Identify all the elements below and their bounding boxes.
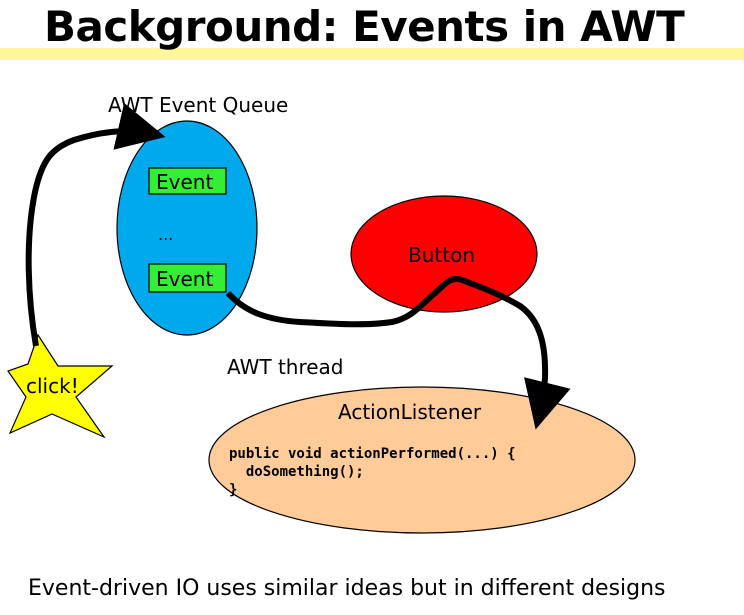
title-underline-bar	[0, 48, 744, 60]
event-box-bottom-label: Event	[156, 267, 213, 291]
event-to-listener-path	[225, 275, 571, 430]
code-line-2: doSomething();	[229, 464, 364, 480]
event-box-top-label: Event	[156, 170, 213, 194]
click-star-shape	[7, 333, 114, 439]
event-box-bottom	[148, 263, 227, 293]
button-ellipse	[350, 195, 538, 313]
slide-title: Background: Events in AWT	[44, 2, 685, 51]
queue-label: AWT Event Queue	[108, 93, 288, 117]
click-label: click!	[26, 374, 79, 398]
slide-footer: Event-driven IO uses similar ideas but i…	[28, 576, 666, 601]
code-line-3: }	[229, 482, 237, 498]
button-label: Button	[408, 243, 475, 267]
action-listener-title: ActionListener	[338, 400, 482, 424]
queue-ellipsis: ...	[158, 225, 173, 244]
awt-thread-label: AWT thread	[227, 355, 344, 379]
event-box-top	[148, 167, 227, 195]
code-line-1: public void actionPerformed(...) {	[229, 446, 516, 462]
click-to-queue-path	[25, 102, 166, 347]
